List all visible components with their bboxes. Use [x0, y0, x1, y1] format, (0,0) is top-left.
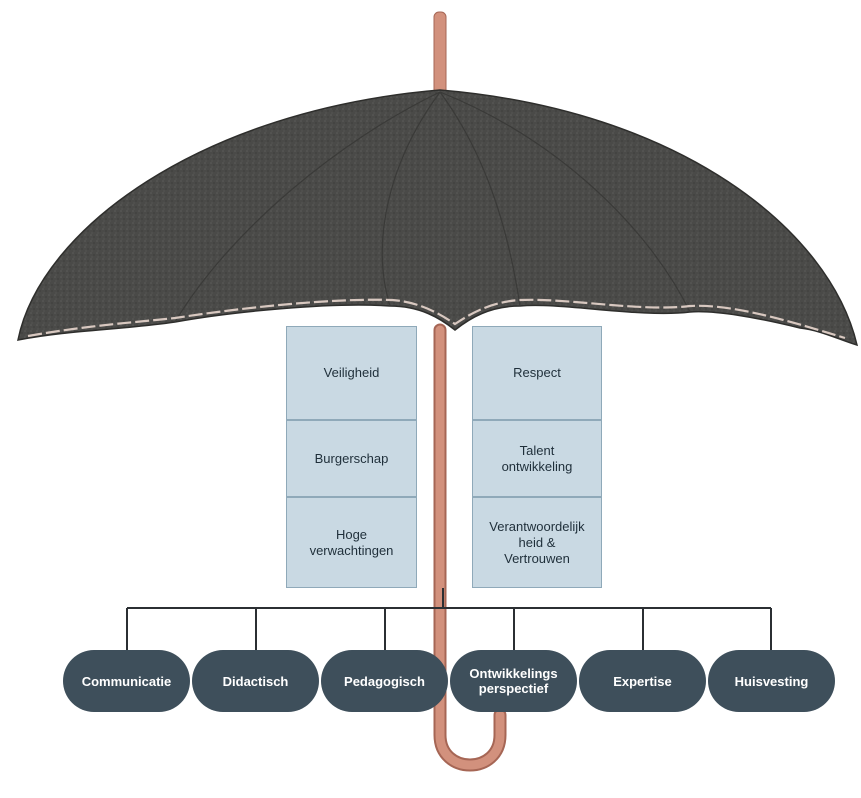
domain-pill-pedagogisch: Pedagogisch [321, 650, 448, 712]
canopy-rib-right-1 [439, 91, 691, 313]
value-label: Talent ontwikkeling [501, 442, 573, 474]
value-box-hoge-verwachtingen: Hoge verwachtingen [286, 497, 417, 588]
domain-pill-expertise: Expertise [579, 650, 706, 712]
domain-label: Communicatie [81, 673, 172, 689]
value-box-verantwoordelijkheid-vertrouwen: Verantwoordelijk heid & Vertrouwen [472, 497, 602, 588]
umbrella-tip [433, 11, 447, 103]
domain-label: Didactisch [222, 673, 289, 689]
value-label: Veiligheid [323, 365, 380, 380]
value-label: Hoge verwachtingen [309, 526, 394, 558]
umbrella-canopy [17, 89, 859, 347]
domain-label: Ontwikkelings perspectief [469, 666, 558, 696]
domain-label: Huisvesting [734, 673, 809, 689]
domain-pill-huisvesting: Huisvesting [708, 650, 835, 712]
domain-pill-didactisch: Didactisch [192, 650, 319, 712]
domain-pill-communicatie: Communicatie [63, 650, 190, 712]
canopy-rib-right-2 [439, 91, 521, 307]
domain-label: Expertise [613, 673, 672, 689]
value-label: Respect [513, 365, 561, 380]
value-label: Burgerschap [314, 450, 389, 466]
canopy-hem [27, 298, 846, 340]
connector-lines [126, 588, 772, 650]
value-box-veiligheid: Veiligheid [286, 326, 417, 420]
canopy-rib-left-1 [174, 91, 441, 323]
value-box-respect: Respect [472, 326, 602, 420]
value-box-talent-ontwikkeling: Talent ontwikkeling [472, 420, 602, 497]
canopy-rib-left-2 [381, 91, 441, 307]
value-box-burgerschap: Burgerschap [286, 420, 417, 497]
domain-label: Pedagogisch [344, 673, 425, 689]
value-label: Verantwoordelijk heid & Vertrouwen [489, 518, 585, 566]
domain-pill-ontwikkelingsperspectief: Ontwikkelings perspectief [450, 650, 577, 712]
